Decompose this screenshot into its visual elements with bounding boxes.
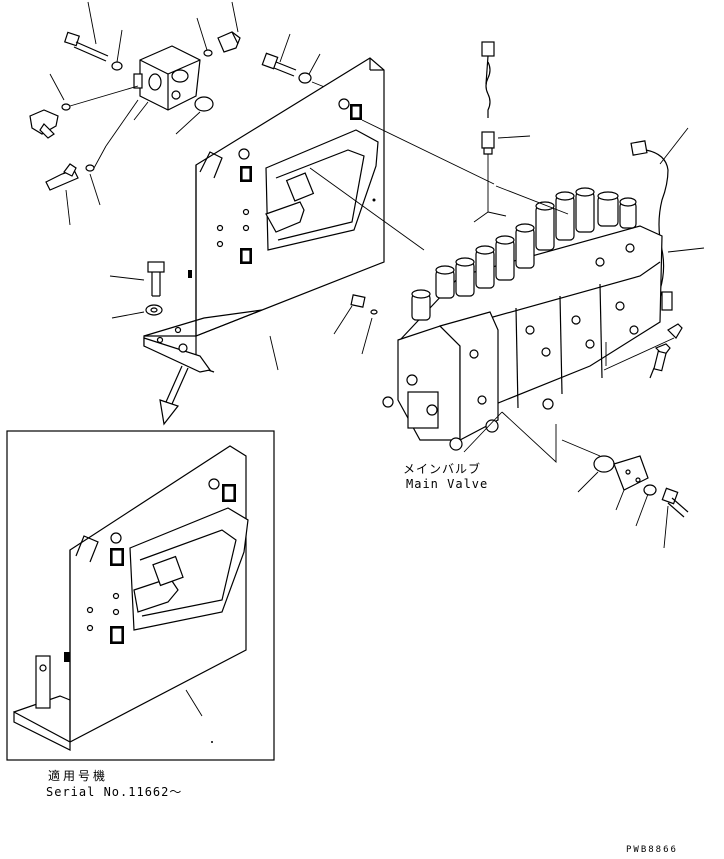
pilot-valve-group [29,1,241,226]
o-ring-part [203,49,213,57]
bolt-part [63,31,109,62]
valve-ports [382,243,639,451]
serial-label-en: Serial No.11662～ [46,785,183,799]
pressure-switch-right [603,127,705,379]
main-valve-label-en: Main Valve [406,477,489,491]
elbow-fitting [29,109,59,139]
base-bolt-group [109,261,165,319]
main-valve-label-jp: メインバルブ [403,462,482,476]
washer-part [111,61,123,71]
main-valve-body [309,119,663,464]
valve-bracket-upper [143,57,385,373]
spool-caps [411,187,637,321]
drawing-code: PWB8866 [626,845,678,855]
pilot-valve-block [133,45,201,111]
serial-label-jp: 適用号機 [48,769,109,783]
elbow-fitting [45,163,79,191]
valve-bracket-detail [13,445,249,751]
bracket-bolt-group [261,33,353,99]
detail-arrow [159,365,189,426]
o-ring-part [194,96,214,112]
o-ring-part [61,103,71,111]
elbow-fitting [217,31,241,53]
o-ring-part [85,164,95,172]
detail-frame [6,430,275,761]
cover-plate-group [561,439,689,549]
pressure-switch-upper [473,41,531,223]
